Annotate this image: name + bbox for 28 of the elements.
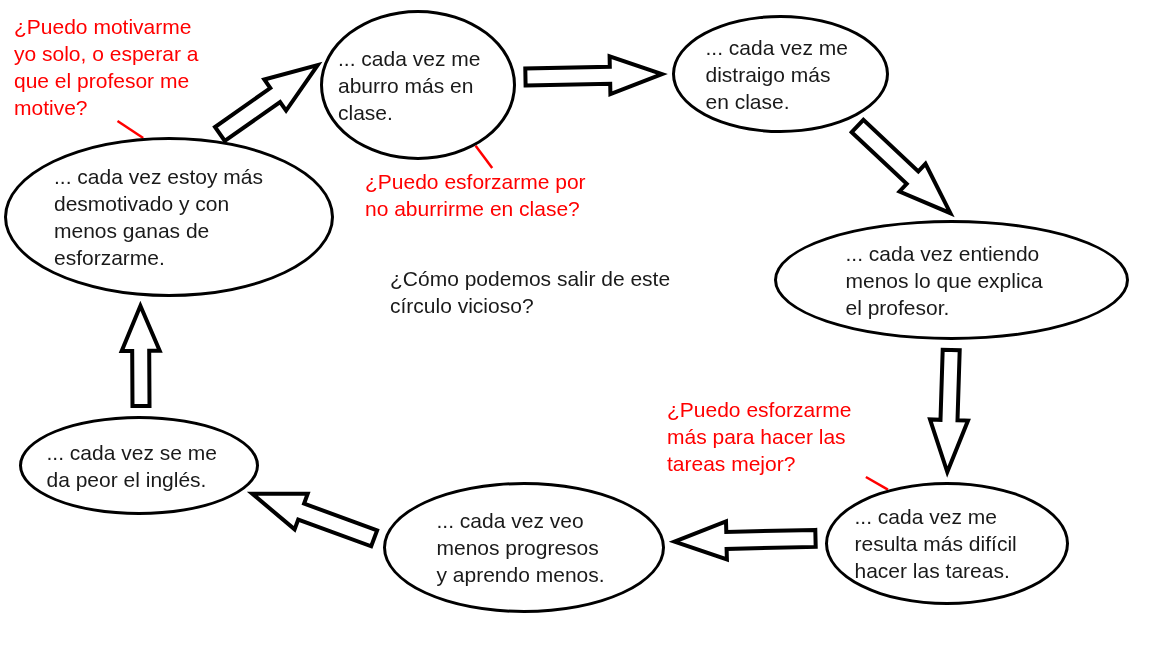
leader-line [865, 475, 889, 491]
question-text: ¿Puedo motivarme yo solo, o esperar a que el profesor me motive? [14, 13, 213, 121]
ellipse-text: ... cada vez veo menos progresos y aprendo menos. [436, 508, 606, 588]
ellipse-node [19, 416, 259, 515]
question-text: ¿Puedo esforzarme por no aburrirme en clase? [365, 168, 605, 222]
ellipse-text: ... cada vez me aburro más en clase. [338, 45, 482, 126]
question-text: ¿Puedo esforzarme más para hacer las tareas mejor? [667, 396, 872, 477]
ellipse-node [383, 482, 665, 613]
leader-line [474, 144, 494, 169]
ellipse-node [320, 10, 516, 160]
ellipse-node [825, 482, 1069, 605]
block-arrow [118, 300, 163, 409]
ellipse-node [774, 220, 1129, 340]
block-arrow [848, 116, 955, 218]
ellipse-node [4, 137, 334, 297]
ellipse-text: ... cada vez entiendo menos lo que explica el profesor. [845, 240, 1044, 321]
ellipse-text: ... cada vez me resulta más difícil hacer las tareas. [854, 504, 1018, 584]
ellipse-text: ... cada vez estoy más desmotivado y con menos ganas de esforzarme. [54, 164, 264, 271]
block-arrow [246, 491, 380, 549]
ellipse-node [672, 15, 889, 133]
block-arrow [523, 53, 668, 98]
ellipse-text: ... cada vez se me da peor el inglés. [46, 439, 218, 493]
block-arrow [927, 347, 971, 478]
leader-line [116, 119, 144, 140]
center-question-text: ¿Cómo podemos salir de este círculo vicioso? [390, 266, 672, 319]
block-arrow [212, 61, 323, 144]
block-arrow [668, 518, 818, 563]
ellipse-text: ... cada vez me distraigo más en clase. [705, 34, 849, 115]
